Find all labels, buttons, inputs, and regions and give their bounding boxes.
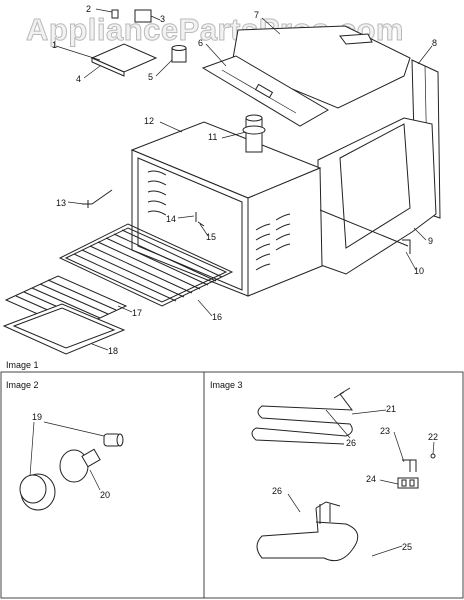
callout-6: 6	[198, 38, 203, 48]
callout-21: 21	[386, 404, 396, 414]
leader-lines-image-2	[29, 421, 105, 491]
heating-elements	[251, 387, 436, 562]
callout-11: 11	[208, 132, 217, 142]
callout-8: 8	[432, 38, 437, 48]
callout-23: 23	[380, 426, 390, 436]
callout-labels: 1 2 3 4 5 6 7 8 9 10 11 12 13 14 15 16 1…	[32, 4, 438, 552]
callout-19: 19	[32, 412, 42, 422]
callout-2: 2	[86, 4, 91, 14]
callout-24: 24	[366, 474, 376, 484]
callout-3: 3	[160, 14, 165, 24]
section-label-image-2: Image 2	[6, 380, 39, 390]
callout-7: 7	[254, 10, 259, 20]
callout-25: 25	[402, 542, 412, 552]
callout-20: 20	[100, 490, 110, 500]
callout-15: 15	[206, 232, 216, 242]
callout-14: 14	[166, 214, 176, 224]
callout-9: 9	[428, 236, 433, 246]
callout-16: 16	[212, 312, 222, 322]
callout-5: 5	[148, 72, 153, 82]
callout-26-lower: 26	[272, 486, 282, 496]
callout-26-upper: 26	[346, 438, 356, 448]
callout-12: 12	[144, 116, 154, 126]
callout-1: 1	[52, 40, 57, 50]
section-label-image-1: Image 1	[6, 360, 39, 370]
leader-lines-image-3	[287, 409, 435, 557]
callout-10: 10	[414, 266, 424, 276]
lamp-parts	[19, 433, 124, 511]
section-label-image-3: Image 3	[210, 380, 243, 390]
callout-22: 22	[428, 432, 438, 442]
callout-13: 13	[56, 198, 66, 208]
callout-17: 17	[132, 308, 142, 318]
callout-18: 18	[108, 346, 118, 356]
oven-assembly	[2, 9, 441, 355]
callout-4: 4	[76, 74, 81, 84]
leader-lines-image-1	[55, 8, 433, 351]
frame-lower	[0, 371, 464, 599]
